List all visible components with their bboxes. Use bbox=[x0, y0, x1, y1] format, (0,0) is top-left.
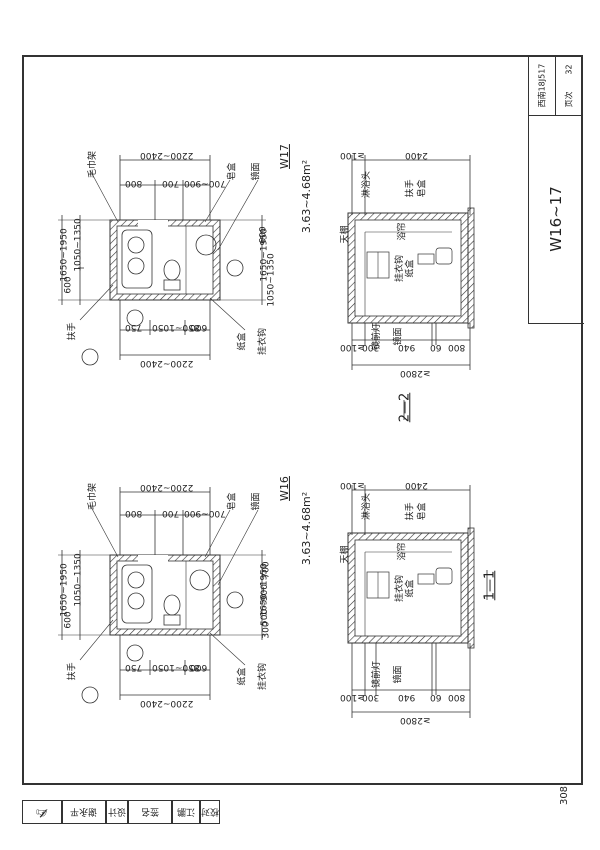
w16-label-coat-hook: 挂衣钩 bbox=[258, 662, 269, 691]
signature-mark: ✍ bbox=[22, 800, 62, 824]
s22-label-shower-head: 淋浴头 bbox=[362, 170, 373, 199]
section-1-1-title: 1—1 bbox=[482, 570, 498, 601]
w16-label-paper-box: 纸盒 bbox=[237, 667, 248, 686]
w17-label-mirror: 镜面 bbox=[251, 162, 262, 181]
title-block-cell: 谢永平 bbox=[62, 800, 106, 824]
s22-dim-top: ≥100 bbox=[340, 150, 365, 160]
w16-label-towel-rack: 毛巾架 bbox=[88, 482, 99, 511]
w16-dim-bottom: 750 bbox=[125, 662, 143, 672]
s22-label-soap-box: 皂盒 bbox=[417, 179, 428, 198]
s22-label-mirror-light: 镜前灯 bbox=[372, 322, 383, 351]
section-2-2 bbox=[347, 155, 475, 420]
atlas-code-cell: 西南18J517 bbox=[528, 55, 556, 116]
title-block-cell: 签名 bbox=[128, 800, 172, 824]
w17-label-paper-box: 纸盒 bbox=[237, 332, 248, 351]
s22-dim-bottom: 800 bbox=[448, 342, 466, 352]
s11-label-soap-box: 皂盒 bbox=[417, 502, 428, 521]
w16-area: 3.63~4.68m² bbox=[300, 491, 314, 566]
s11-dim-bottom: 60 bbox=[430, 692, 442, 702]
w17-dim-bottom: 750 bbox=[125, 322, 143, 332]
w16-label-handrail: 扶手 bbox=[67, 662, 78, 681]
s22-label-ceiling: 天棚 bbox=[340, 225, 351, 244]
title-block-cell: 江鹏 bbox=[172, 800, 200, 824]
s11-dim-bottom: 800 bbox=[448, 692, 466, 702]
s11-dim-bottom: 940 bbox=[398, 692, 416, 702]
plan-w16 bbox=[58, 487, 266, 704]
s22-dim-top: 2400 bbox=[405, 150, 428, 160]
s11-label-paper-box: 纸盒 bbox=[405, 579, 416, 598]
w16-label-soap-box: 皂盒 bbox=[227, 492, 238, 511]
title-block-cell: 校对 bbox=[200, 800, 220, 824]
w16-dim-top: 800 bbox=[125, 508, 143, 518]
w17-dim-right: 600 bbox=[258, 226, 269, 244]
s11-label-shower-head: 淋浴头 bbox=[362, 492, 373, 521]
w17-dim-left-total: 1650~1950 bbox=[59, 228, 70, 282]
drawing-frame bbox=[22, 55, 583, 785]
w17-dim-bottom-total: 2200~2400 bbox=[140, 358, 194, 368]
w16-dim-right: 700 bbox=[261, 561, 272, 579]
title-strip bbox=[528, 55, 584, 324]
w17-area: 3.63~4.68m² bbox=[300, 159, 314, 234]
s22-dim-bottom-total: ≥2800 bbox=[400, 368, 431, 378]
section-1-1 bbox=[347, 485, 488, 718]
s11-label-ceiling: 天棚 bbox=[340, 545, 351, 564]
w17-label-soap-box: 皂盒 bbox=[227, 162, 238, 181]
w16-label-mirror: 镜面 bbox=[251, 492, 262, 511]
w17-label-handrail: 扶手 bbox=[67, 322, 78, 341]
w16-dim-top: 700 bbox=[162, 508, 180, 518]
w16-dim-bottom-total: 2200~2400 bbox=[140, 698, 194, 708]
s11-dim-bottom: 300 bbox=[362, 692, 380, 702]
w17-dim-top: 800 bbox=[125, 178, 143, 188]
w17-plan-label: W17 bbox=[277, 144, 291, 169]
plan-w17 bbox=[58, 155, 266, 366]
section-2-2-title: 2—2 bbox=[397, 392, 413, 423]
w17-label-towel-rack: 毛巾架 bbox=[88, 150, 99, 179]
s22-dim-bottom: 60 bbox=[430, 342, 442, 352]
w16-dim-left-total: 1650~1950 bbox=[59, 563, 70, 617]
w17-dim-bottom: 600 bbox=[190, 322, 208, 332]
w17-dim-top: 700 bbox=[162, 178, 180, 188]
w16-plan-label: W16 bbox=[277, 476, 291, 501]
title-block: ✍ 谢永平 设计 签名 江鹏 校对 bbox=[22, 800, 220, 824]
w16-dim-bottom: 600 bbox=[190, 662, 208, 672]
page-no-cell: 32 页次 bbox=[555, 55, 583, 116]
w16-dim-right: 300 bbox=[261, 621, 272, 639]
w17-dim-right: 1050~1350 bbox=[266, 253, 277, 307]
s22-label-paper-box: 纸盒 bbox=[405, 259, 416, 278]
w17-dim-top-total: 2200~2400 bbox=[140, 150, 194, 160]
s22-label-curtain: 浴帘 bbox=[397, 222, 408, 241]
s11-dim-bottom-total: ≥2800 bbox=[400, 715, 431, 725]
s11-label-mirror-light: 镜前灯 bbox=[372, 660, 383, 689]
w17-dim-top: 700~900 bbox=[184, 178, 226, 188]
s11-label-mirror: 镜面 bbox=[393, 665, 404, 684]
w16-dim-top: 700~900 bbox=[184, 508, 226, 518]
w16-dim-top-total: 2200~2400 bbox=[140, 482, 194, 492]
w17-dim-left: 1050~1350 bbox=[73, 218, 84, 272]
w17-dim-left: 600 bbox=[63, 276, 74, 294]
s11-dim-top: 2400 bbox=[405, 480, 428, 490]
s11-dim-top: ≥100 bbox=[340, 480, 365, 490]
title-block-cell: 设计 bbox=[106, 800, 128, 824]
w17-label-coat-hook: 挂衣钩 bbox=[258, 327, 269, 356]
w16-dim-left: 1050~1350 bbox=[73, 553, 84, 607]
w16-dim-right: 500~900 bbox=[259, 584, 270, 626]
s11-label-curtain: 浴帘 bbox=[397, 542, 408, 561]
w16-dim-left: 600 bbox=[63, 611, 74, 629]
s22-label-mirror: 镜面 bbox=[393, 327, 404, 346]
